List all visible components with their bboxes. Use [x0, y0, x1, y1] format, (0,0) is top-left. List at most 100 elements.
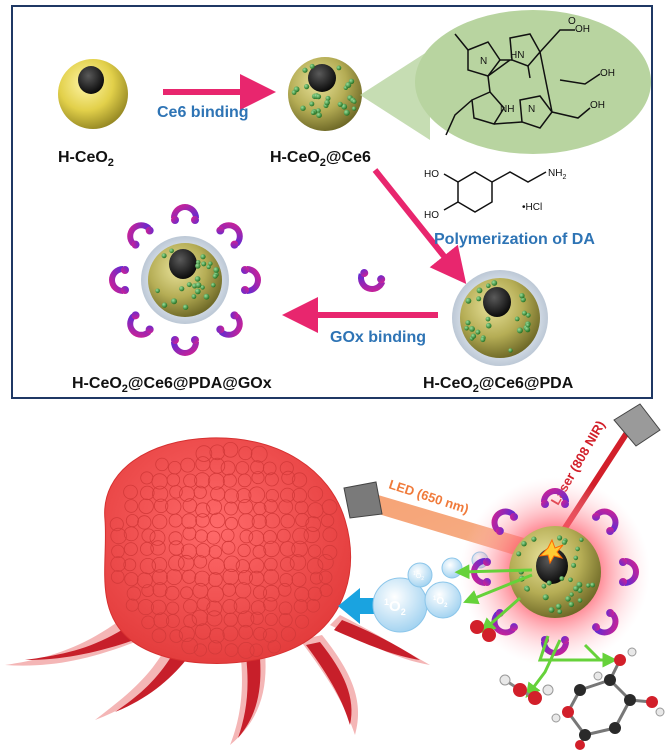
dopamine-structure	[443, 171, 547, 213]
tumor-cell	[153, 612, 170, 629]
ce6-dot	[586, 583, 591, 588]
tumor-cell	[249, 643, 263, 657]
tumor-cell	[320, 514, 335, 528]
tumor-cell	[249, 558, 265, 574]
gox-enzyme	[471, 558, 491, 586]
tumor-cell	[224, 516, 238, 530]
ce6-dot	[194, 288, 201, 295]
tumor-cell	[264, 513, 281, 529]
ce6-dot	[179, 286, 185, 292]
tumor-cell	[262, 530, 277, 545]
ce6-dot	[155, 288, 160, 294]
gox-enzyme	[592, 609, 619, 636]
tumor-cell	[151, 628, 167, 643]
ce6-dot	[475, 329, 481, 335]
gox-enzyme	[241, 266, 261, 294]
ce6-dot	[568, 577, 573, 583]
tumor-cell	[152, 569, 168, 586]
tumor-cell	[295, 512, 310, 527]
svg-text:O: O	[568, 16, 576, 27]
tumor-cell	[124, 499, 138, 513]
tumor-cell	[180, 586, 194, 600]
tumor-cell	[138, 498, 154, 515]
tumor-cell	[208, 640, 223, 655]
tumor-cell	[264, 472, 279, 487]
ce6-dot	[557, 609, 563, 615]
tumor-cell	[237, 543, 251, 558]
tumor-cell	[303, 526, 321, 544]
tumor-cell	[206, 610, 223, 627]
tumor-cell	[141, 528, 156, 543]
gox-enzyme	[491, 508, 518, 535]
ce6-dot	[316, 108, 321, 113]
ce6-dot	[476, 296, 482, 302]
ce6-dot	[525, 586, 530, 592]
tumor-cell	[194, 529, 208, 543]
svg-text:OH: OH	[600, 68, 615, 79]
tumor-cell	[319, 570, 333, 585]
glucose-molecule	[551, 647, 665, 750]
tumor-cell	[264, 613, 278, 627]
tumor-cell	[252, 585, 267, 600]
tumor-cell	[236, 488, 252, 504]
ce6-dot	[465, 297, 472, 304]
tumor-cell	[251, 471, 265, 485]
hydrogen-peroxide-molecule	[499, 674, 554, 705]
tumor-cell	[263, 597, 278, 612]
svg-text:OH: OH	[590, 100, 605, 111]
tumor-cell	[223, 488, 239, 504]
ce6-dot	[521, 541, 527, 547]
tumor-cell	[238, 570, 253, 585]
ce6-dot	[508, 348, 513, 353]
chem-nh2: NH2	[548, 168, 566, 181]
tumor-cell	[209, 512, 226, 529]
gox-enzyme	[541, 636, 569, 656]
singlet-oxygen-label: 1O2	[384, 597, 406, 617]
ce6-dot	[325, 95, 331, 101]
label-h-ceo2-ce6: H-CeO2@Ce6	[270, 149, 371, 169]
ce6-dot	[200, 254, 206, 260]
ce6-dot	[324, 99, 330, 106]
tumor-cell	[222, 473, 237, 488]
tumor-cell	[278, 601, 293, 616]
tumor-cell	[222, 441, 239, 458]
tumor-cell	[238, 513, 255, 530]
svg-text:HN: HN	[510, 50, 524, 61]
arrow-polymerization	[372, 168, 467, 285]
tumor-cell	[223, 555, 240, 573]
ce6-dot	[211, 282, 216, 288]
tumor-cell	[195, 502, 211, 518]
ce6-dot	[516, 551, 522, 557]
tumor-cell	[193, 485, 207, 499]
label-h-ceo2-ce6-pda-gox: H-CeO2@Ce6@PDA@GOx	[72, 375, 272, 395]
ce6-dot	[519, 293, 525, 299]
tumor-cell	[123, 526, 139, 542]
ce6-dot	[531, 536, 537, 542]
ce6-dot	[336, 65, 342, 71]
ce6-dot	[291, 90, 297, 95]
ce6-dot	[200, 285, 205, 290]
ce6-dot	[315, 94, 322, 100]
ce6-dot	[568, 601, 574, 608]
gox-enzyme	[619, 558, 639, 586]
tumor-cell	[293, 599, 308, 614]
tumor-cell	[152, 514, 168, 530]
tumor-cell	[319, 583, 333, 597]
svg-text:N: N	[528, 104, 535, 115]
tumor-cell	[109, 517, 124, 532]
ce6-dot	[191, 294, 197, 299]
oxygen-molecule	[470, 620, 496, 642]
tumor-cell	[322, 544, 338, 560]
tumor-cell	[292, 527, 309, 545]
tumor-cell	[137, 599, 154, 616]
ce6-dot	[557, 535, 563, 541]
tumor	[104, 437, 352, 664]
tumor-cell	[237, 642, 255, 659]
label-h-ceo2: H-CeO2	[58, 149, 114, 169]
chem-ho-1: HO	[424, 169, 439, 180]
ce6-dot	[470, 333, 477, 339]
tumor-cell	[221, 528, 235, 543]
tumor-cell	[264, 557, 278, 572]
ce6-dot	[573, 585, 579, 592]
tumor-cell	[194, 472, 211, 489]
